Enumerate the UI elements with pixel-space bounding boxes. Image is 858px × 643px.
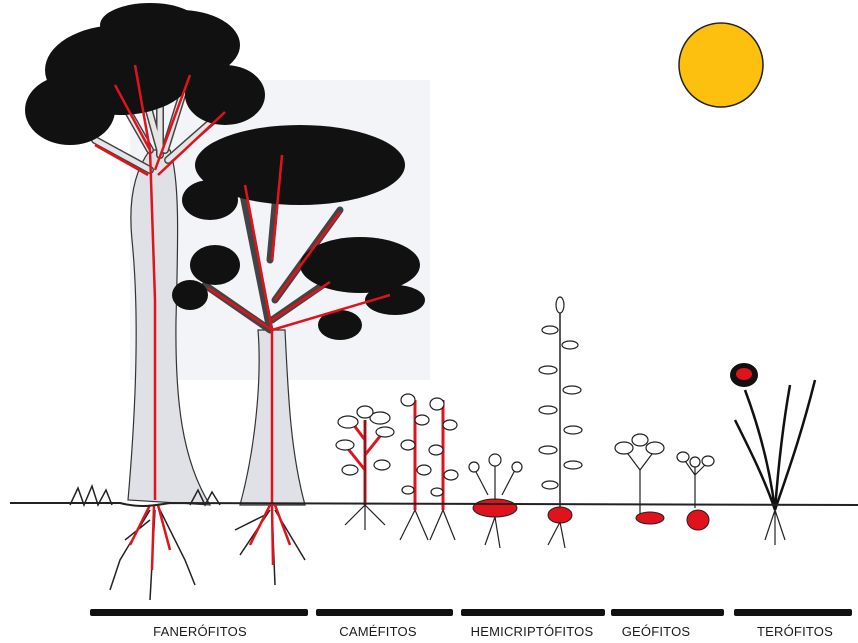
camefitos-label: CAMÉFITOS bbox=[339, 624, 416, 639]
second-tree-red-roots bbox=[250, 505, 290, 565]
hemicryptophyte-plants bbox=[469, 297, 582, 548]
geophyte-plants bbox=[615, 434, 714, 530]
camefitos-bar bbox=[316, 609, 453, 616]
therophyte-plant bbox=[730, 363, 815, 545]
ground-line bbox=[10, 503, 858, 506]
terofitos-bar bbox=[734, 609, 852, 616]
geofitos-label: GEÓFITOS bbox=[622, 624, 691, 639]
terofitos-label: TERÓFITOS bbox=[757, 624, 833, 639]
hemicriptofitos-bar bbox=[461, 609, 605, 616]
sun-icon bbox=[679, 23, 763, 107]
second-tree-roots bbox=[235, 510, 305, 585]
faneroficos-bar bbox=[90, 609, 308, 616]
tall-tree-red-roots bbox=[130, 505, 170, 570]
chamaephyte-plants bbox=[336, 394, 458, 540]
faneroficos-label: FANERÓFITOS bbox=[153, 624, 247, 639]
hemicriptofitos-label: HEMICRIPTÓFITOS bbox=[471, 624, 594, 639]
geofitos-bar bbox=[611, 609, 724, 616]
